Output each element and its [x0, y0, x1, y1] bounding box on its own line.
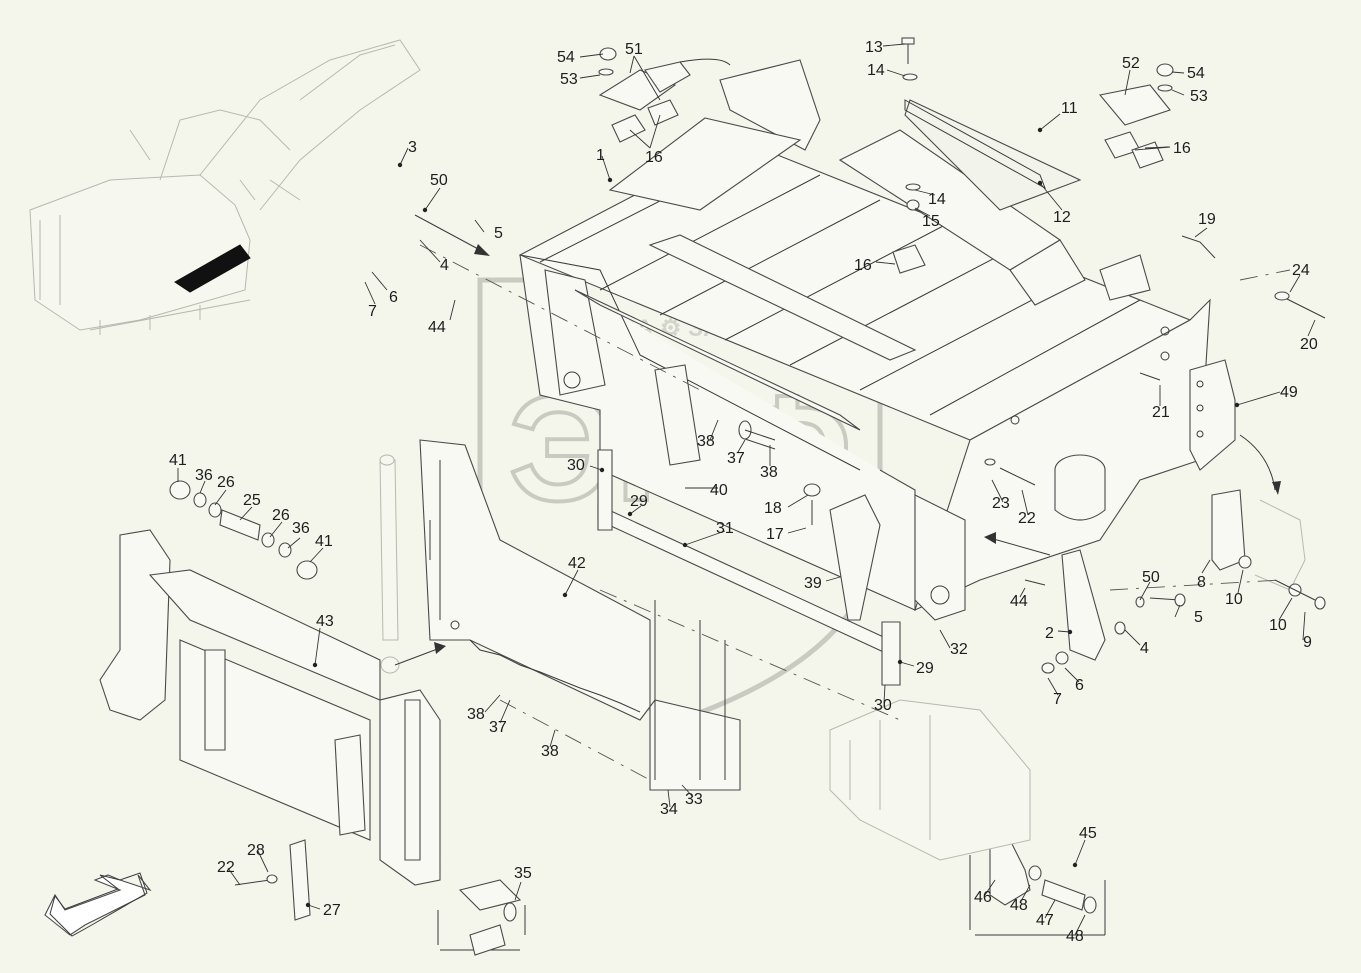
callout-32: 32: [950, 641, 968, 658]
callout-39: 39: [804, 575, 822, 592]
callout-23: 23: [992, 495, 1010, 512]
callout-14: 14: [867, 62, 885, 79]
callout-54-b: 54: [1187, 65, 1205, 82]
callout-3: 3: [408, 139, 417, 156]
callout-16-b: 16: [854, 257, 872, 274]
callout-25: 25: [243, 492, 261, 509]
callout-4-b: 4: [1140, 640, 1149, 657]
callout-41: 41: [169, 452, 187, 469]
callout-26: 26: [217, 474, 235, 491]
callout-48: 48: [1010, 897, 1028, 914]
left-arm-assembly: [99, 454, 441, 921]
callout-51: 51: [625, 41, 643, 58]
callout-37: 37: [727, 450, 745, 467]
callout-38: 38: [697, 433, 715, 450]
callout-50: 50: [430, 172, 448, 189]
callout-40: 40: [710, 482, 728, 499]
callout-9: 9: [1303, 634, 1312, 651]
callout-44-b: 44: [1010, 593, 1028, 610]
callout-36-b: 36: [292, 520, 310, 537]
callout-labels: 54 51 53 16 1 3 50 5 4 7 6 44 13 14 11 1…: [169, 39, 1318, 945]
callout-38-d: 38: [541, 743, 559, 760]
callout-33: 33: [685, 791, 703, 808]
callout-4: 4: [440, 257, 449, 274]
callout-53: 53: [560, 71, 578, 88]
callout-26-b: 26: [272, 507, 290, 524]
callout-31: 31: [716, 520, 734, 537]
center-lines: [419, 244, 1291, 781]
callout-35: 35: [514, 865, 532, 882]
callout-48-b: 48: [1066, 928, 1084, 945]
pin-35-detail: [437, 879, 526, 956]
callout-18: 18: [764, 500, 782, 517]
callout-5: 5: [494, 225, 503, 242]
callout-16: 16: [645, 149, 663, 166]
callout-37-b: 37: [489, 719, 507, 736]
callout-16-c: 16: [1173, 140, 1191, 157]
callout-30: 30: [567, 457, 585, 474]
callout-52: 52: [1122, 55, 1140, 72]
callout-10: 10: [1225, 591, 1243, 608]
callout-29-b: 29: [916, 660, 934, 677]
callout-2: 2: [1045, 625, 1054, 642]
front-panel: [419, 439, 741, 791]
callout-8: 8: [1197, 574, 1206, 591]
callout-1: 1: [596, 147, 605, 164]
callout-19: 19: [1198, 211, 1216, 228]
callout-30-b: 30: [874, 697, 892, 714]
direction-arrow-icon: [44, 872, 152, 937]
callout-6: 6: [389, 289, 398, 306]
callout-53-b: 53: [1190, 88, 1208, 105]
callout-38-c: 38: [467, 706, 485, 723]
callout-36: 36: [195, 467, 213, 484]
callout-38-b: 38: [760, 464, 778, 481]
callout-20: 20: [1300, 336, 1318, 353]
callout-15: 15: [922, 213, 940, 230]
callout-29: 29: [630, 493, 648, 510]
callout-49: 49: [1280, 384, 1298, 401]
callout-12: 12: [1053, 209, 1071, 226]
callout-42: 42: [568, 555, 586, 572]
callout-46: 46: [974, 889, 992, 906]
callout-21: 21: [1152, 404, 1170, 421]
assembly-arrows: [394, 58, 1281, 666]
machine-thumbnail: [29, 39, 421, 335]
callout-10-b: 10: [1269, 617, 1287, 634]
callout-7-b: 7: [1053, 691, 1062, 708]
callout-47: 47: [1036, 912, 1054, 929]
callout-44: 44: [428, 319, 446, 336]
callout-45: 45: [1079, 825, 1097, 842]
callout-22: 22: [1018, 510, 1036, 527]
callout-11: 11: [1061, 100, 1078, 117]
callout-43: 43: [316, 613, 334, 630]
callout-28: 28: [247, 842, 265, 859]
callout-22-b: 22: [217, 859, 235, 876]
callout-14-b: 14: [928, 191, 946, 208]
callout-5-b: 5: [1194, 609, 1203, 626]
callout-27: 27: [323, 902, 341, 919]
callout-50-b: 50: [1142, 569, 1160, 586]
callout-24: 24: [1292, 262, 1310, 279]
callout-34: 34: [660, 801, 678, 818]
callout-54: 54: [557, 49, 575, 66]
main-frame: [518, 37, 1326, 621]
callout-7: 7: [368, 303, 377, 320]
right-lower-parts: [829, 489, 1326, 936]
callout-17: 17: [766, 526, 784, 543]
callout-6-b: 6: [1075, 677, 1084, 694]
callout-leaders: [177, 43, 1316, 936]
callout-41-b: 41: [315, 533, 333, 550]
callout-13: 13: [865, 39, 883, 56]
